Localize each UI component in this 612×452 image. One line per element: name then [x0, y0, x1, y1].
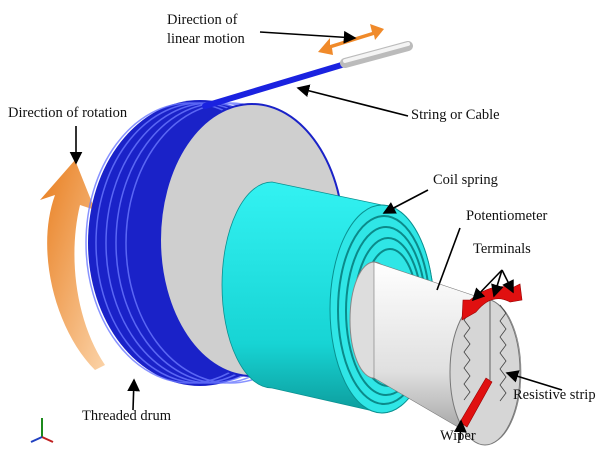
potentiometer [349, 261, 523, 446]
label-rotation: Direction of rotation [8, 105, 128, 121]
label-linear-motion-line2: linear motion [167, 31, 245, 47]
cable [202, 61, 348, 109]
label-threaded-drum: Threaded drum [82, 408, 171, 424]
label-potentiometer: Potentiometer [466, 208, 548, 224]
axis-triad-icon [30, 418, 54, 443]
leader-lines [69, 30, 563, 441]
label-coil-spring: Coil spring [433, 172, 498, 188]
label-linear-motion-line1: Direction of [167, 12, 238, 28]
label-wiper: Wiper [440, 428, 476, 444]
resistive-strip [463, 304, 507, 402]
label-cable: String or Cable [411, 107, 500, 123]
label-resistive-strip: Resistive strip [513, 387, 596, 403]
label-terminals: Terminals [473, 241, 531, 257]
rotation-arrow [40, 160, 105, 370]
